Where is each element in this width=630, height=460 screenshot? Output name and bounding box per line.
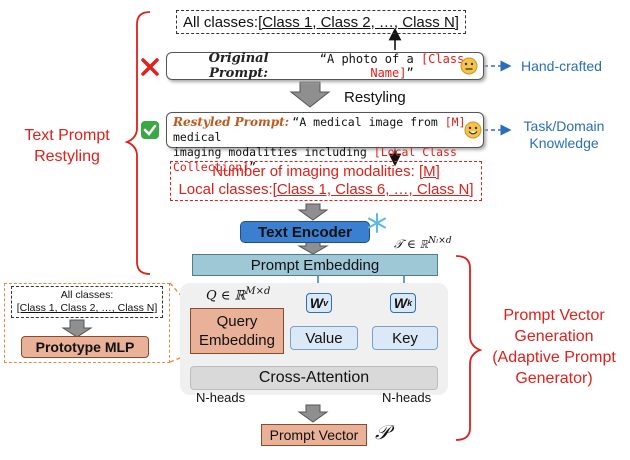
all-classes-prefix: All classes:: [183, 13, 259, 31]
restyling-block-arrow: [289, 81, 331, 108]
text-encoder-box: Text Encoder: [240, 221, 370, 243]
restyled-line1-a: “A medical image from: [292, 115, 445, 129]
original-prompt-label: Original Prompt:: [208, 51, 269, 81]
knowledge-label-line1: Task/Domain: [523, 118, 605, 134]
modalities-to-encoder-arrow: [297, 203, 329, 221]
t-symbol-sup: Nₗ×d: [428, 236, 452, 246]
restyled-line1-b: medical: [173, 130, 222, 144]
right-label-line2: Generation: [514, 328, 594, 345]
right-label-line4: Generator): [515, 370, 593, 387]
t-symbol: 𝒯 ∈ ℝNₗ×d: [394, 236, 452, 252]
q-symbol-sup: M×d: [245, 286, 271, 297]
t-symbol-base: 𝒯 ∈ ℝ: [394, 237, 429, 251]
right-label-line1: Prompt Vector: [503, 307, 605, 324]
original-prompt-text-b: ”: [406, 66, 414, 80]
wv-sub: v: [323, 298, 329, 308]
original-prompt-text-a: “A photo of a: [319, 52, 421, 66]
original-prompt-box: Original Prompt: “A photo of a [Class Na…: [166, 51, 484, 81]
left-label-line2: Restyling: [34, 148, 100, 165]
all-classes-box: All classes:[Class 1, Class 2, …, Class …: [176, 10, 466, 34]
q-symbol-base: Q ∈ ℝ: [206, 288, 246, 304]
prompt-embedding-box: Prompt Embedding: [192, 254, 438, 276]
right-brace: [455, 255, 483, 441]
query-embedding-line1: Query: [216, 313, 258, 330]
restyled-line2-b: ”: [249, 160, 257, 174]
query-embedding-box: Query Embedding: [190, 308, 284, 354]
q-symbol: Q ∈ ℝM×d: [206, 286, 270, 303]
left-label-line1: Text Prompt: [24, 127, 110, 144]
inset-classes-line2: [Class 1, Class 2, …, Class N]: [16, 302, 158, 314]
happy-face-icon: [464, 121, 482, 139]
right-label-line3: (Adaptive Prompt: [492, 349, 616, 366]
restyled-line2-a: imaging modalities including: [173, 145, 374, 159]
left-brace: [124, 11, 151, 275]
inset-classes-box: All classes: [Class 1, Class 2, …, Class…: [11, 286, 163, 318]
cross-icon: [140, 57, 160, 77]
wv-letter: W: [309, 295, 324, 311]
neutral-face-icon: [460, 57, 478, 75]
modalities-line2-prefix: Local classes:: [178, 181, 273, 198]
text-prompt-restyling-label: Text Prompt Restyling: [4, 125, 130, 167]
n-heads-left: N-heads: [196, 390, 246, 405]
encoder-to-embedding-arrow: [297, 241, 329, 255]
wk-letter: W: [393, 295, 408, 311]
prompt-vector-generation-label: Prompt Vector Generation (Adaptive Promp…: [482, 305, 626, 389]
modalities-line2-list: [Class 1, Class 6, …, Class N]: [272, 181, 474, 198]
cross-attention-box: Cross-Attention: [190, 366, 438, 390]
key-box: Key: [372, 326, 438, 350]
wk-sub: k: [407, 298, 413, 308]
modalities-line1-prefix: Number of imaging modalities:: [212, 163, 419, 180]
handcrafted-label: Hand-crafted: [521, 58, 602, 74]
restyled-prompt-box: Restyled Prompt: “A medical image from […: [166, 112, 484, 174]
inset-classes-line1: All classes:: [60, 289, 114, 301]
check-icon: [140, 120, 160, 140]
prototype-inset: All classes: [Class 1, Class 2, …, Class…: [4, 283, 170, 363]
snowflake-icon: [366, 212, 388, 234]
restyled-line1-m: [M]: [444, 115, 466, 129]
prompt-vector-box: Prompt Vector: [261, 424, 367, 446]
query-embedding-line2: Embedding: [199, 332, 275, 349]
p-symbol: 𝒫: [375, 420, 390, 444]
inset-arrow: [61, 319, 93, 338]
restyled-line2-collection: [Local Class Collection]: [173, 145, 457, 174]
attention-to-vector-arrow: [297, 404, 329, 423]
modalities-line1-value: [M]: [418, 163, 440, 180]
n-heads-right: N-heads: [382, 390, 432, 405]
value-box: Value: [290, 326, 358, 350]
knowledge-label: Task/Domain Knowledge: [514, 118, 614, 152]
modalities-box: Number of imaging modalities: [M] Local …: [170, 161, 482, 201]
restyled-prompt-label: Restyled Prompt:: [173, 115, 290, 129]
restyling-label: Restyling: [344, 89, 406, 106]
prototype-mlp-box: Prototype MLP: [21, 336, 149, 358]
knowledge-label-line2: Knowledge: [529, 135, 599, 151]
all-classes-list: [Class 1, Class 2, …, Class N]: [258, 13, 459, 31]
original-prompt-placeholder: [Class Name]: [370, 52, 465, 80]
